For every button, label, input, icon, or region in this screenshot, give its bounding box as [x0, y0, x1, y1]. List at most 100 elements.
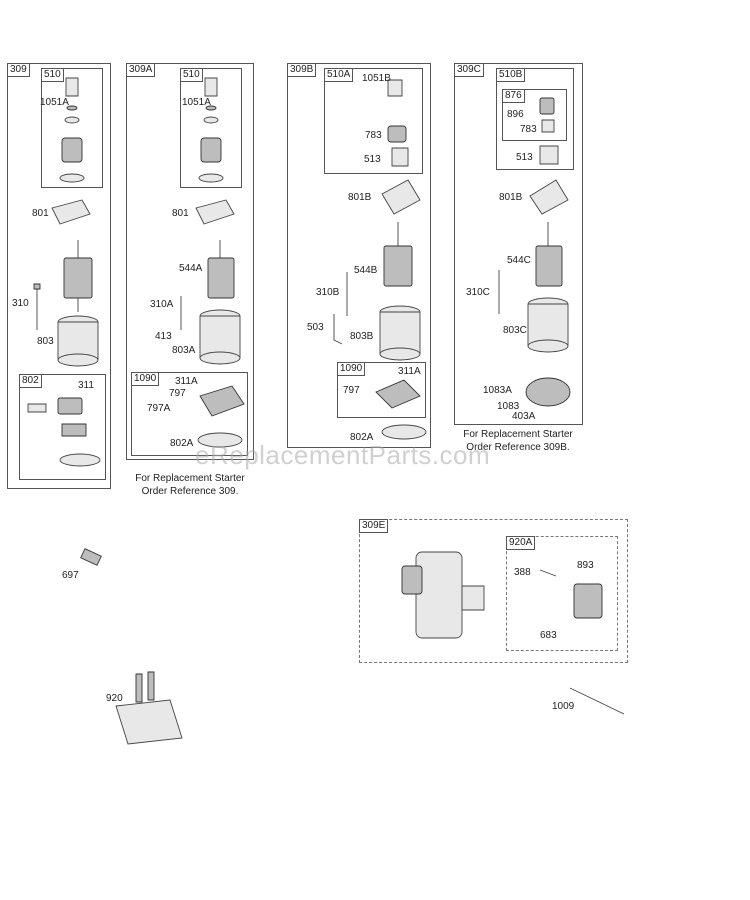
label-803: 803	[37, 336, 54, 347]
label-1083: 1083	[497, 401, 520, 412]
subgroup-510B: 510B	[496, 68, 574, 170]
label-802A-b: 802A	[350, 432, 374, 443]
label-683: 683	[540, 630, 557, 641]
housing-803	[58, 316, 98, 366]
label-503: 503	[307, 322, 324, 333]
label-803A: 803A	[172, 345, 196, 356]
group-309: 309	[7, 63, 111, 489]
label-310C: 310C	[466, 287, 490, 298]
subgroup-510B-tag: 510B	[496, 68, 526, 82]
solenoid-920	[116, 672, 182, 744]
note-309C-line2: Order Reference 309B.	[466, 442, 570, 453]
subgroup-510A: 510A	[324, 68, 423, 174]
label-803B: 803B	[350, 331, 374, 342]
label-920: 920	[106, 693, 123, 704]
starter-assembly-309E	[402, 552, 484, 638]
brush-plate-311A	[198, 386, 244, 447]
bolt-697	[81, 549, 102, 566]
housing-803A	[200, 310, 240, 364]
label-783-a: 783	[365, 130, 382, 141]
label-388: 388	[514, 567, 531, 578]
subgroup-1090-b-tag: 1090	[337, 362, 366, 376]
note-309A-line2: Order Reference 309.	[141, 486, 239, 497]
note-309A-line1: For Replacement Starter	[135, 473, 245, 484]
group-309E-tag: 309E	[359, 519, 389, 533]
label-802A: 802A	[170, 438, 194, 449]
note-309C-line1: For Replacement Starter	[463, 429, 573, 440]
label-310: 310	[12, 298, 29, 309]
armature-544B	[384, 222, 412, 286]
label-310B: 310B	[316, 287, 340, 298]
label-403A: 403A	[512, 411, 536, 422]
label-697: 697	[62, 570, 79, 581]
group-309C: 309C	[454, 63, 583, 425]
note-309C: For Replacement Starter Order Reference …	[457, 428, 579, 454]
subgroup-510A-tag: 510A	[324, 68, 354, 82]
label-311: 311	[78, 380, 94, 391]
label-797: 797	[169, 388, 186, 399]
brush-plate-311A-b	[376, 380, 426, 439]
label-1009: 1009	[552, 701, 575, 712]
armature-544C	[536, 222, 562, 286]
bolt-1009	[570, 688, 624, 714]
bracket-503	[334, 314, 342, 344]
subgroup-510-b: 510	[180, 68, 242, 188]
label-544B: 544B	[354, 265, 378, 276]
label-413: 413	[155, 331, 172, 342]
label-801-b: 801	[172, 208, 189, 219]
solenoid-920A	[540, 570, 602, 618]
group-309-tag: 309	[7, 63, 30, 77]
label-896: 896	[507, 109, 524, 120]
drive-assembly-510B	[540, 98, 558, 164]
armature-a	[64, 240, 92, 312]
group-309A-tag: 309A	[126, 63, 156, 77]
label-803C: 803C	[503, 325, 527, 336]
label-513-a: 513	[364, 154, 381, 165]
label-801B-a: 801B	[348, 192, 372, 203]
watermark: eReplacementParts.com	[195, 440, 491, 470]
group-309C-tag: 309C	[454, 63, 484, 77]
label-513-b: 513	[516, 152, 533, 163]
subgroup-920A: 920A	[506, 536, 618, 651]
subgroup-920A-tag: 920A	[506, 536, 536, 550]
housing-803C	[528, 298, 568, 352]
label-1051A-a: 1051A	[40, 97, 69, 108]
subgroup-510-a-tag: 510	[41, 68, 64, 82]
label-801B-b: 801B	[499, 192, 523, 203]
label-544A: 544A	[179, 263, 203, 274]
drive-assembly-510-a	[60, 78, 84, 182]
end-cap-801-b	[196, 200, 234, 224]
end-cap-801-a	[52, 200, 90, 224]
subgroup-510-a: 510	[41, 68, 103, 188]
brush-plate-1083A	[526, 378, 570, 406]
end-cap-801B-a	[382, 180, 420, 214]
subgroup-1090-a: 1090	[131, 372, 248, 456]
subgroup-802-tag: 802	[19, 374, 42, 388]
label-893: 893	[577, 560, 594, 571]
subgroup-802: 802	[19, 374, 106, 480]
housing-803B	[380, 306, 420, 360]
note-309A: For Replacement Starter Order Reference …	[130, 472, 250, 498]
armature-544A	[208, 240, 234, 298]
bolt-310	[34, 284, 40, 330]
subgroup-1090-b: 1090	[337, 362, 426, 418]
label-1083A: 1083A	[483, 385, 512, 396]
label-797A: 797A	[147, 403, 171, 414]
label-783-b: 783	[520, 124, 537, 135]
subgroup-1090-a-tag: 1090	[131, 372, 160, 386]
subgroup-510-b-tag: 510	[180, 68, 203, 82]
brush-plate-311	[28, 398, 100, 466]
group-309E: 309E	[359, 519, 628, 663]
subgroup-876-tag: 876	[502, 89, 525, 103]
group-309B: 309B	[287, 63, 431, 448]
drive-assembly-510-b	[199, 78, 223, 182]
label-310A: 310A	[150, 299, 174, 310]
subgroup-876: 876	[502, 89, 567, 141]
drive-assembly-510A	[388, 80, 408, 166]
group-309B-tag: 309B	[287, 63, 317, 77]
label-1051B: 1051B	[362, 73, 391, 84]
label-311A: 311A	[175, 376, 198, 387]
label-801-a: 801	[32, 208, 49, 219]
group-309A: 309A	[126, 63, 254, 460]
